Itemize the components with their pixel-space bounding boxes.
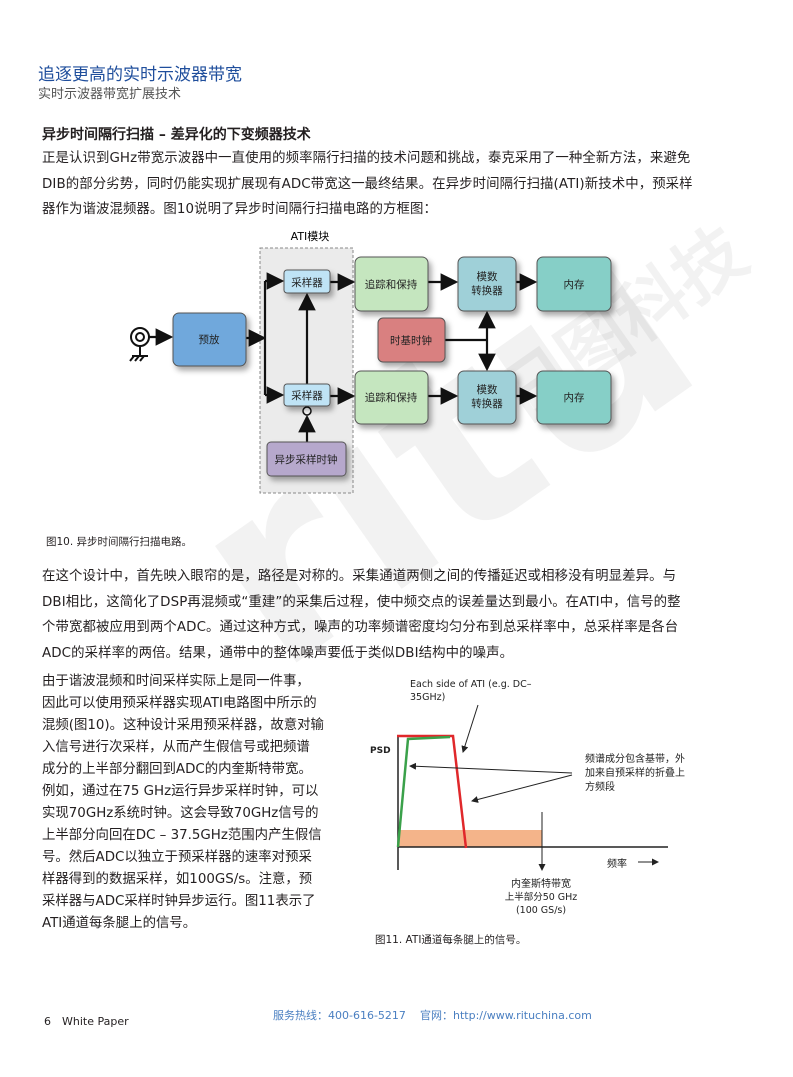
footer-hotline: 服务热线：400-616-5217 bbox=[273, 1009, 406, 1022]
harmonic-mixing-paragraph: 由于谐波混频和时间采样实际上是同一件事， 因此可以使用预采样器实现ATI电路图中… bbox=[42, 671, 362, 935]
nyquist-note: 内奎斯特带宽 bbox=[511, 877, 571, 890]
text-line: ADC的采样率的两倍。结果，通带中的整体噪声要低于类似DBI结构中的噪声。 bbox=[42, 646, 514, 662]
annotation-arrow bbox=[471, 774, 573, 803]
text-line: 入信号进行次采样，从而产生假信号或把频谱 bbox=[42, 740, 310, 755]
text-line: DBI相比，这简化了DSP再混频或“重建”的采集后过程，使中频交点的误差量达到最… bbox=[42, 594, 681, 610]
text-line: DIB的部分劣势，同时仍能实现扩展现有ADC带宽这一最终结果。在异步时间隔行扫描… bbox=[42, 176, 693, 192]
annotation-arrow bbox=[409, 762, 573, 774]
clock-input-circle bbox=[302, 406, 312, 416]
ati-module-label: ATI模块 bbox=[291, 230, 330, 243]
text-line: 混频(图10)。这种设计采用预采样器，故意对输 bbox=[42, 718, 324, 733]
nyquist-note: (100 GS/s) bbox=[516, 905, 566, 916]
spectrum-note: 加来自预采样的折叠上 bbox=[585, 766, 685, 779]
annotation-arrow bbox=[461, 704, 479, 753]
track-hold-bottom-block bbox=[354, 370, 429, 425]
text-line: 在这个设计中，首先映入眼帘的是，路径是对称的。采集通道两侧之间的传播延迟或相移没… bbox=[42, 569, 677, 584]
frequency-axis-label: 频率 bbox=[607, 857, 627, 870]
adc-top-label: 转换器 bbox=[471, 284, 503, 297]
ati-note: 35GHz) bbox=[410, 692, 445, 703]
sampler-top-label: 采样器 bbox=[291, 276, 323, 289]
sampler-bottom-label: 采样器 bbox=[291, 389, 323, 402]
text-line: 例如，通过在75 GHz运行异步采样时钟，可以 bbox=[42, 784, 319, 799]
spectrum-note: 方频段 bbox=[585, 780, 615, 793]
page-number: 6 bbox=[44, 1015, 51, 1028]
figure10-caption: 图10. 异步时间隔行扫描电路。 bbox=[46, 536, 193, 548]
antenna-icon bbox=[129, 327, 150, 362]
psd-axis-label: PSD bbox=[370, 746, 391, 756]
footer-label: White Paper bbox=[62, 1015, 129, 1028]
timebase-block bbox=[377, 317, 446, 363]
ati-note: Each side of ATI (e.g. DC– bbox=[410, 679, 532, 690]
section-heading: 异步时间隔行扫描 – 差异化的下变频器技术 bbox=[42, 127, 311, 143]
sampler-top-block bbox=[283, 269, 331, 294]
track-hold-top-block bbox=[354, 256, 429, 312]
text-line: 样器得到的数据采样，如100GS/s。注意，预 bbox=[42, 872, 313, 887]
adc-bottom-label: 模数 bbox=[477, 383, 498, 396]
page-title: 追逐更高的实时示波器带宽 bbox=[38, 65, 242, 85]
memory-top-block bbox=[536, 256, 612, 312]
adc-top-block bbox=[457, 256, 517, 312]
text-line: 成分的上半部分翻回到ADC的内奎斯特带宽。 bbox=[42, 762, 312, 777]
async-clock-block bbox=[266, 441, 347, 477]
spectrum-note: 频谱成分包含基带，外 bbox=[585, 752, 685, 765]
figure10-block-diagram: ATI模块 bbox=[129, 230, 612, 494]
figure11-spectrum-diagram: Each side of ATI (e.g. DC– 35GHz) PSD 频谱… bbox=[370, 679, 685, 916]
text-line: 由于谐波混频和时间采样实际上是同一件事， bbox=[42, 674, 310, 689]
memory-top-label: 内存 bbox=[564, 278, 585, 291]
text-line: 个带宽都被应用到两个ADC。通过这种方式，噪声的功率频谱密度均匀分布到总采样率中… bbox=[42, 620, 679, 636]
sampler-bottom-block bbox=[283, 383, 331, 407]
preamp-label: 预放 bbox=[199, 333, 220, 346]
figure11-caption: 图11. ATI通道每条腿上的信号。 bbox=[375, 934, 527, 946]
memory-bottom-block bbox=[536, 370, 612, 425]
text-line: 上半部分向回在DC – 37.5GHz范围内产生假信 bbox=[42, 828, 322, 843]
page-subtitle: 实时示波器带宽扩展技术 bbox=[38, 87, 182, 102]
text-line: 正是认识到GHz带宽示波器中一直使用的频率隔行扫描的技术问题和挑战，泰克采用了一… bbox=[42, 151, 691, 166]
nyquist-note: 上半部分50 GHz bbox=[505, 891, 578, 903]
adc-bottom-block bbox=[457, 370, 517, 425]
intro-paragraph: 正是认识到GHz带宽示波器中一直使用的频率隔行扫描的技术问题和挑战，泰克采用了一… bbox=[42, 146, 762, 223]
footer-website-link[interactable]: 官网：http://www.rituchina.com bbox=[420, 1009, 592, 1022]
text-line: 采样器与ADC采样时钟异步运行。图11表示了 bbox=[42, 894, 316, 909]
text-line: ATI通道每条腿上的信号。 bbox=[42, 916, 197, 931]
timebase-label: 时基时钟 bbox=[390, 334, 432, 347]
adc-top-label: 模数 bbox=[477, 270, 498, 283]
red-spectrum-line bbox=[397, 734, 468, 849]
track-hold-top-label: 追踪和保持 bbox=[365, 278, 418, 291]
text-line: 实现70GHz系统时钟。这会导致70GHz信号的 bbox=[42, 806, 319, 821]
text-line: 因此可以使用预采样器实现ATI电路图中所示的 bbox=[42, 696, 317, 711]
adc-bottom-label: 转换器 bbox=[471, 397, 503, 410]
memory-bottom-label: 内存 bbox=[564, 391, 585, 404]
text-line: 号。然后ADC以独立于预采样器的速率对预采 bbox=[42, 850, 312, 865]
preamp-block bbox=[172, 312, 247, 367]
nyquist-band bbox=[398, 830, 542, 847]
green-spectrum-line bbox=[396, 735, 451, 848]
async-clock-label: 异步采样时钟 bbox=[275, 453, 338, 466]
text-line: 器作为谐波混频器。图10说明了异步时间隔行扫描电路的方框图： bbox=[42, 202, 437, 218]
design-paragraph: 在这个设计中，首先映入眼帘的是，路径是对称的。采集通道两侧之间的传播延迟或相移没… bbox=[42, 564, 762, 667]
track-hold-bottom-label: 追踪和保持 bbox=[365, 391, 418, 404]
